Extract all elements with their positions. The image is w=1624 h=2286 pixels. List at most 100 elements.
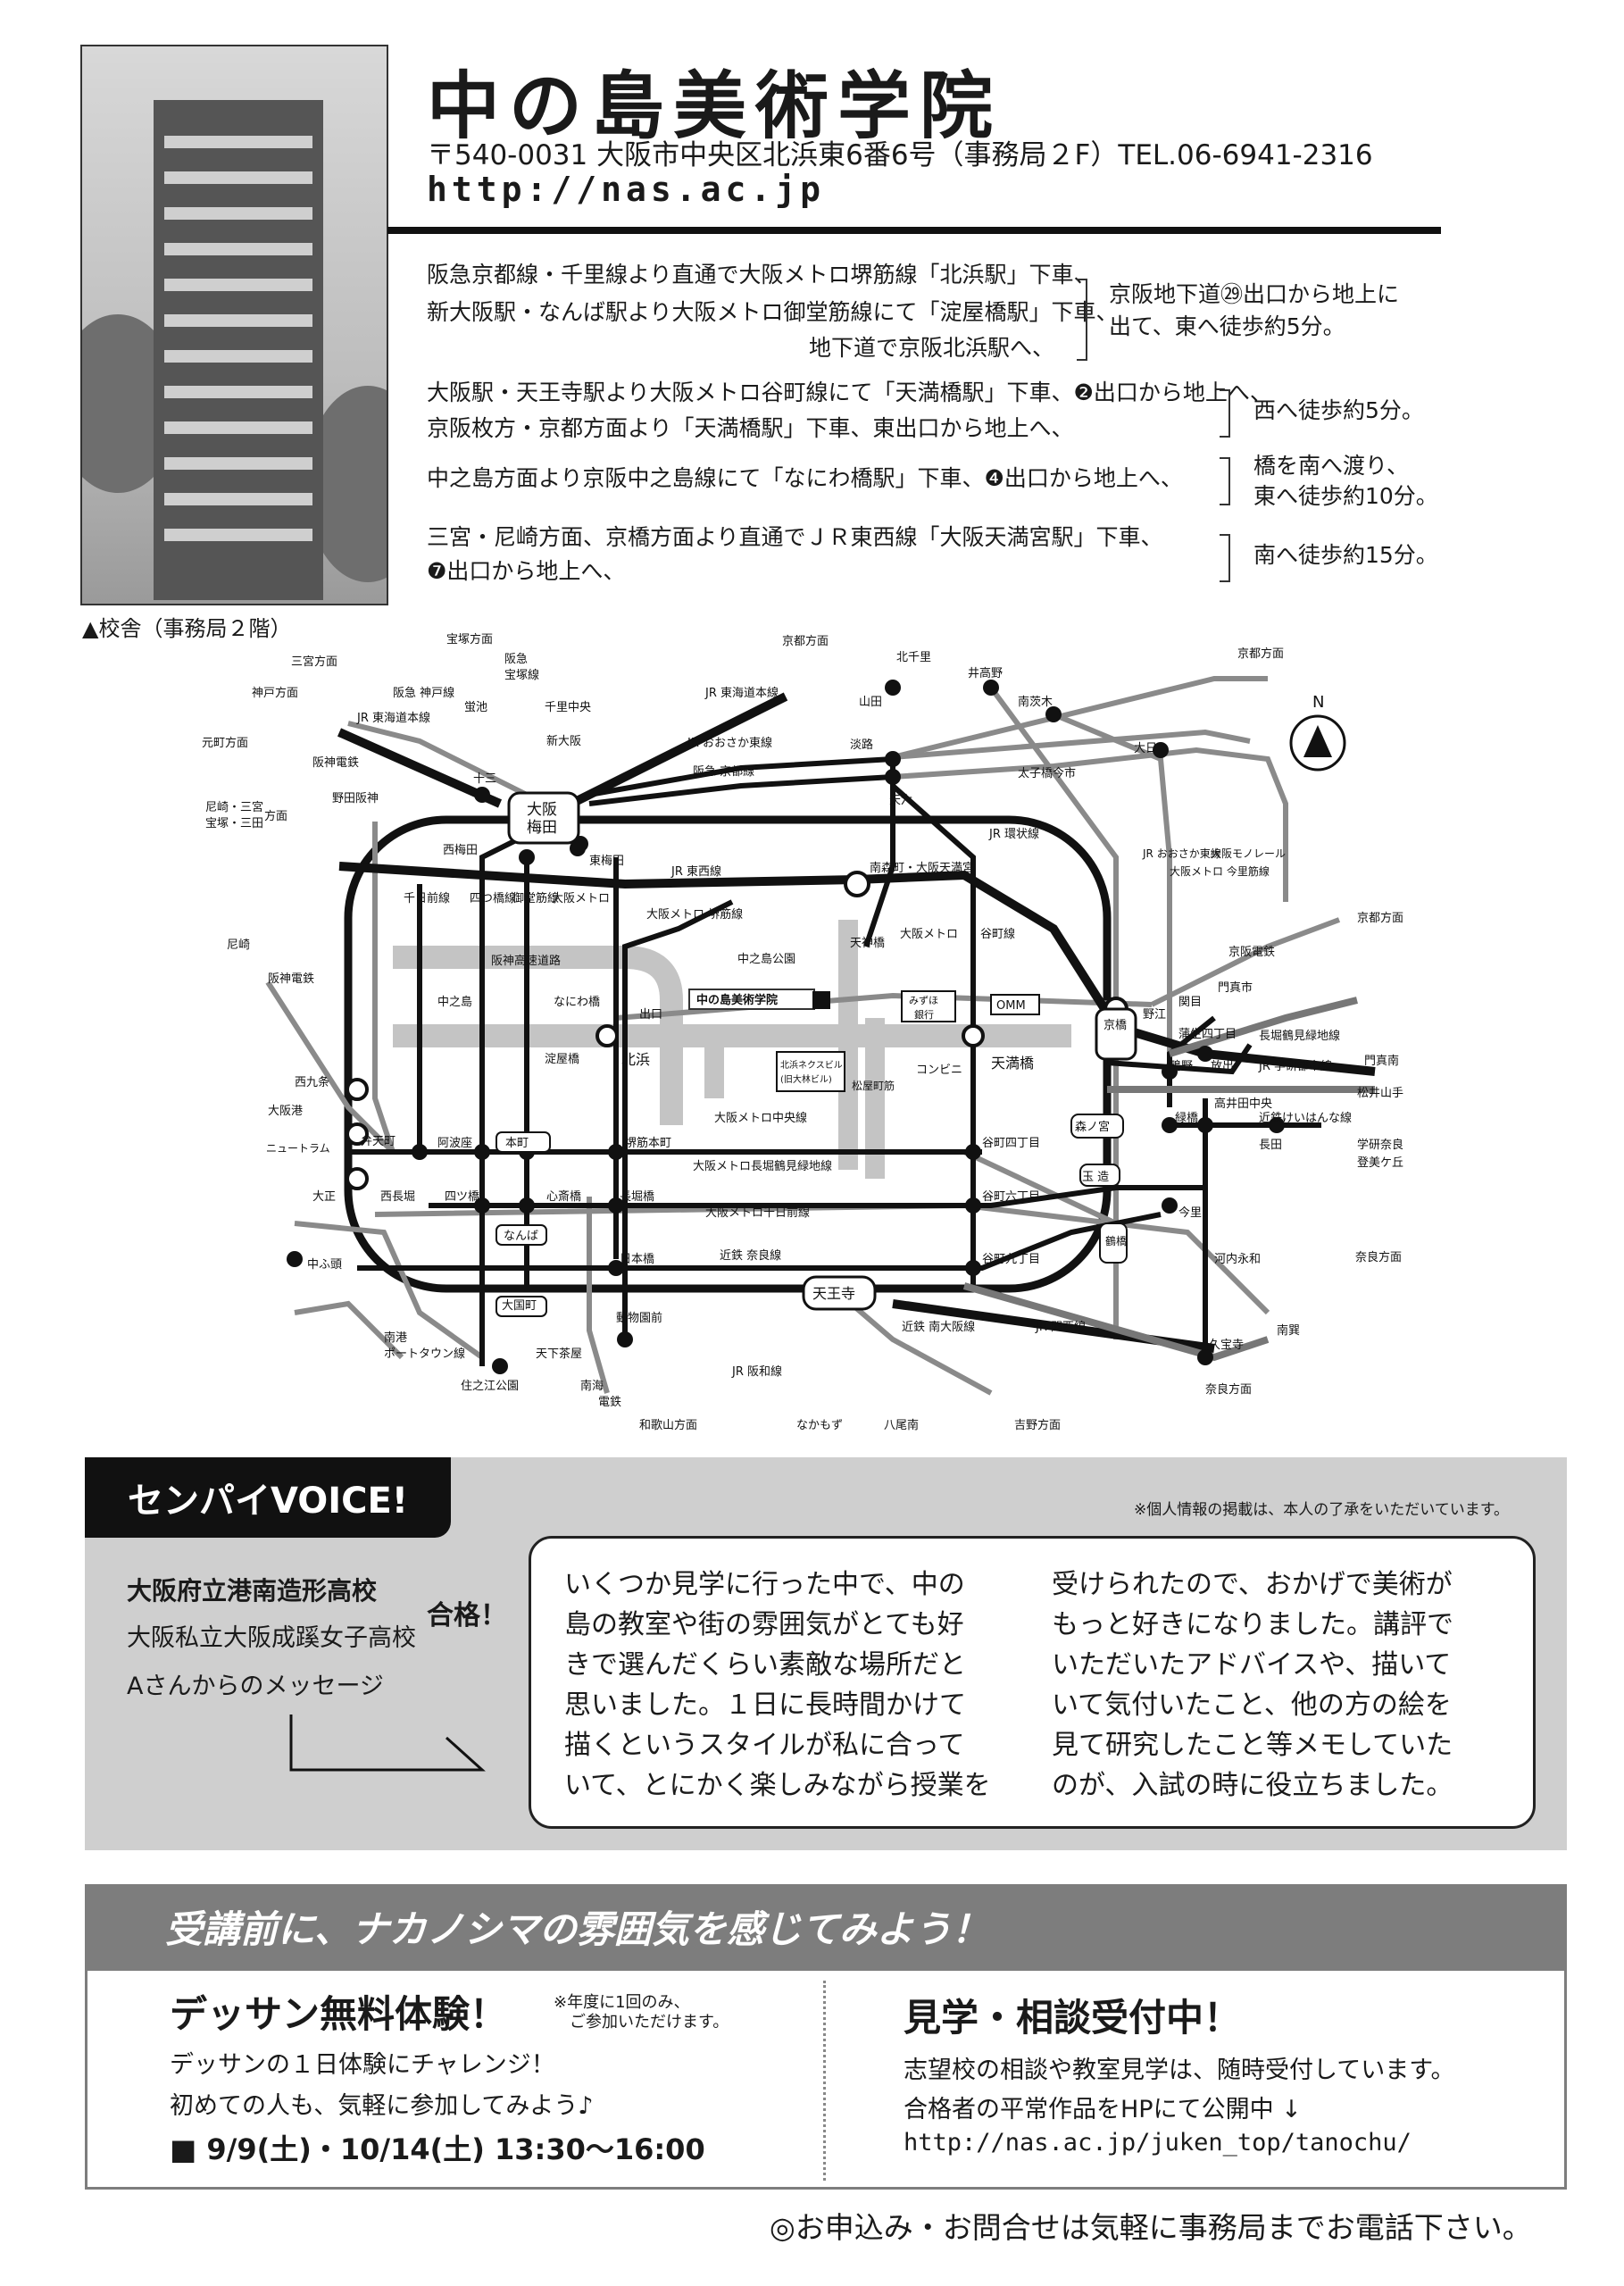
voice-message-box [529,1536,1536,1829]
map-label: 淀屋橋 [545,1053,579,1066]
map-label: 出口 [639,1008,662,1022]
header-divider [387,227,1441,234]
map-label: 長田 [1259,1139,1282,1152]
map-label: 鶴橋 [1105,1234,1127,1247]
north-label: N [1312,693,1324,712]
map-label: 新大阪 [546,734,581,748]
map-label: 松井山手 [1357,1087,1403,1100]
map-label: 千里中央 [545,701,591,714]
dotted-divider [823,1981,826,2181]
map-label: 大国町 [502,1299,537,1313]
map-label: 南森町・大阪天満宮 [870,861,974,875]
brace [1220,534,1230,582]
map-label: 大阪メトロ長堀鶴見緑地線 [693,1159,832,1173]
visit-body-2: 合格者の平常作品をHPにて公開中 ↓ [904,2096,1302,2123]
map-label: OMM [996,999,1026,1013]
map-label: ポートタウン線 [384,1347,465,1361]
map-label: 阪神電鉄 [268,972,314,986]
map-label: 谷町四丁目 [982,1137,1040,1150]
map-label: 三宮方面 [291,655,337,669]
map-label: 谷町線 [980,927,1015,941]
map-label: 大阪メトロ [900,928,958,941]
map-label: 大阪メトロ千日前線 [705,1206,810,1220]
map-label: 弁天町 [361,1135,396,1148]
map-label: 谷町九丁目 [982,1253,1040,1266]
map-label: 大日 [1134,742,1157,755]
map-label: 吉野方面 [1014,1418,1061,1432]
map-label: 阪急 神戸線 [393,686,454,700]
map-label: 野田阪神 [332,792,379,805]
map-label: 南港 [384,1331,407,1345]
free-drawing-title: デッサン無料体験！ [170,1992,508,2036]
map-label: みずほ [909,995,938,1006]
brace [1220,389,1230,438]
map-label: 阪神高速道路 [491,954,561,968]
direction-4-line-2: ❼出口から地上へ、 [427,558,626,584]
message-from: Aさんからのメッセージ [127,1673,384,1700]
info-box [85,1968,1567,2190]
map-label: 尼崎 [227,939,250,952]
free-drawing-body-1: デッサンの１日体験にチャレンジ！ [170,2051,555,2079]
map-label: 鴫野 [1170,1060,1193,1073]
map-label: 八尾南 [884,1418,919,1432]
map-label: 御堂筋線 [512,891,559,905]
map-label: 今里 [1178,1206,1202,1220]
map-label: 尼崎・三宮 [205,800,263,814]
free-drawing-note-1: ※年度に1回のみ、 [554,1993,690,2012]
map-label: 蒲生四丁目 [1178,1028,1237,1041]
map-label: コンビニ [916,1064,962,1077]
map-label: 本町 [505,1137,529,1150]
map-label: 方面 [264,809,287,823]
map-label: 奈良方面 [1205,1382,1252,1397]
map-label: 心斎橋 [546,1189,581,1204]
map-label: 中之島公園 [737,953,795,966]
school-url[interactable]: http://nas.ac.jp [427,170,826,209]
passed-school-2: 大阪私立大阪成蹊女子高校 [127,1624,416,1652]
map-label: 大阪メトロ 今里筋線 [1170,864,1270,878]
map-school-label: 中の島美術学院 [696,993,778,1007]
map-label: なかもず [796,1419,843,1432]
map-label: 学研奈良 [1357,1138,1403,1152]
map-label: 京都方面 [1357,911,1403,925]
map-label: 大阪モノレール [1211,847,1286,860]
map-label: 元町方面 [202,736,248,750]
visit-url-link[interactable]: http://nas.ac.jp/juken_top/tanochu/ [904,2129,1412,2157]
map-label: 南海 [580,1379,604,1393]
map-label: 門真南 [1364,1054,1399,1068]
map-label: JR 関西線 [1035,1320,1086,1334]
map-label: 銀行 [914,1008,934,1021]
map-label: 森ノ宮 [1075,1120,1110,1134]
map-label: 大阪港 [268,1105,303,1118]
pointer-arrow-icon [289,1714,486,1772]
map-label: 京都方面 [782,634,829,648]
privacy-note: ※個人情報の掲載は、本人の了承をいただいています。 [1134,1501,1510,1519]
map-label: 宝塚線 [504,668,539,682]
direction-4-line-1: 三宮・尼崎方面、京橋方面より直通でＪＲ東西線「大阪天満宮駅」下車、 [427,524,1163,550]
direction-1-line-2: 新大阪駅・なんば駅より大阪メトロ御堂筋線にて「淀屋橋駅」下車、 [427,299,1119,325]
map-label: JR 東西線 [670,864,721,879]
map-label: 東梅田 [589,854,624,868]
voice-column-1: いくつか見学に行った中で、中の島の教室や街の雰囲気がとても好きで選んだくらい素敵… [564,1569,991,1801]
direction-2-line-1: 大阪駅・天王寺駅より大阪メトロ谷町線にて「天満橋駅」下車、❷出口から地上へ、 [427,380,1272,405]
map-label: JR 環状線 [988,827,1039,841]
map-label: 大阪メトロ [552,892,610,905]
footer-note: ◎お申込み・お問合せは気軽に事務局までお電話下さい。 [770,2210,1532,2245]
photo-caption: ▲校舎（事務局２階） [82,616,292,641]
map-label: 蛍池 [464,701,487,714]
page-title: 中の島美術学院 [427,64,1003,149]
map-label: 近鉄 奈良線 [720,1248,781,1263]
map-label: 四つ橋線 [470,891,516,905]
hanshin-expressway [393,946,683,1125]
map-label: 久宝寺 [1209,1339,1244,1352]
map-label: 河内永和 [1214,1252,1261,1266]
map-label: 阪急 [504,653,528,666]
map-label: 長堀橋 [620,1190,654,1204]
map-label: 大正 [312,1190,336,1204]
map-label: 宝塚方面 [446,632,493,647]
visit-title: 見学・相談受付中！ [904,1996,1242,2040]
jr-tokaido-arrow-west [337,728,503,808]
map-label: 太子橋今市 [1018,766,1076,780]
direction-4-result: 南へ徒歩約15分。 [1253,542,1438,568]
map-label: 緑橋 [1175,1112,1198,1125]
map-label: なんば [504,1230,538,1243]
